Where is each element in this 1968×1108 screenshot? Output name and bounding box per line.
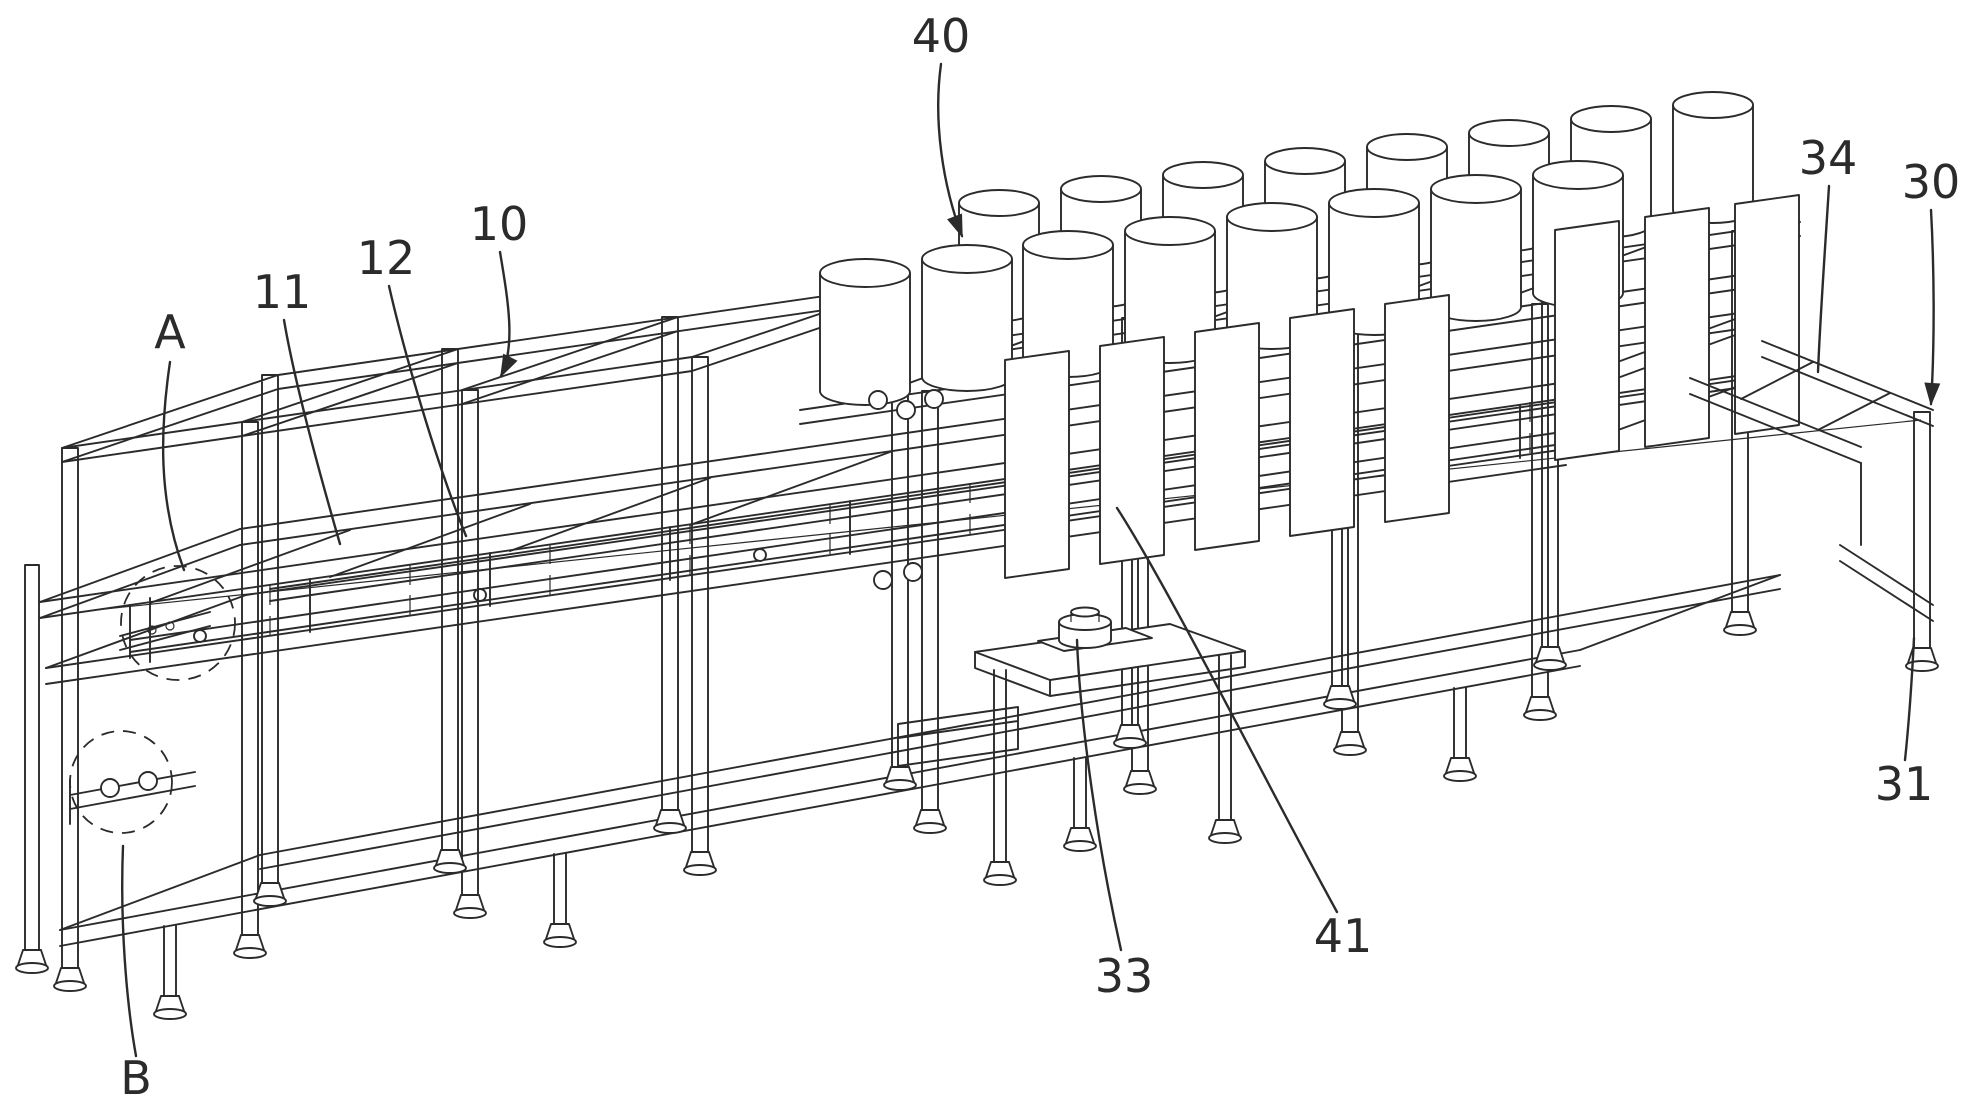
leveling-foot [1333,731,1367,756]
leader-line-40 [937,62,964,238]
divider-plate [1384,294,1450,523]
ref-label-33: 33 [1095,949,1154,1003]
outfeed-rail-1 [1761,340,1934,427]
outfeed-rail-2 [1689,377,1862,464]
roller [753,548,767,562]
drive-sprocket [903,562,923,582]
leveling-foot [233,934,267,959]
drive-sprocket [924,389,944,409]
leveling-foot [1323,685,1357,710]
leader-line-41 [1115,506,1339,914]
portal-2 [241,348,459,936]
leader-line-A [161,360,186,572]
portal-1 [61,374,279,969]
leveling-foot [653,809,687,834]
leveling-foot [913,809,947,834]
ref-label-11: 11 [253,265,312,319]
machine-drawing: A 11 12 10 40 34 30 31 41 33 B [15,9,1960,1105]
outfeed-ties [1740,361,1891,431]
divider-plate [1194,322,1260,551]
leveling-foot [153,995,187,1020]
roller [473,588,487,602]
leader-line-11 [282,318,342,546]
divider-plate [1099,336,1165,565]
leveling-foot [543,923,577,948]
leader-line-34 [1816,184,1831,374]
right-outfeed-section [1689,340,1939,672]
divider-plate-tall [1734,194,1800,435]
portal-3 [461,316,679,896]
leader-line-30 [1924,208,1941,406]
motor-cylinder [921,244,1013,392]
leveling-foot [1113,724,1147,749]
ref-label-40: 40 [912,9,971,63]
divider-plate [1004,350,1070,579]
leveling-foot [1523,696,1557,721]
left-infeed-section [24,564,211,951]
workpiece-cap-side [1070,612,1100,622]
leveling-foot [1443,757,1477,782]
infeed-rail-lower [69,771,196,825]
motor-array [819,91,1754,590]
infeed-roller [138,771,158,791]
drive-sprocket [896,400,916,420]
leveling-foot [1723,611,1757,636]
outfeed-post [1913,411,1931,649]
outfeed-brace [1839,462,1934,622]
deck-cross-members [149,451,891,604]
leader-line-33 [1075,638,1123,952]
infeed-roller [100,778,120,798]
ref-label-A: A [154,305,186,359]
ref-label-41: 41 [1314,909,1373,963]
track-front [129,424,1611,653]
leader-lines [121,62,1941,1058]
detail-circle-a [120,565,236,681]
ref-label-30: 30 [1902,155,1961,209]
infeed-rail-upper [119,597,211,663]
leveling-foot [1905,647,1939,672]
center-station [897,606,1246,886]
drive-sprocket [873,570,893,590]
ref-label-B: B [120,1051,152,1105]
ref-label-10: 10 [470,197,529,251]
leveling-foot [1533,646,1567,671]
divider-plate [1289,308,1355,537]
leader-line-31 [1903,636,1916,762]
leveling-foot [453,894,487,919]
leveling-foot [1208,819,1242,844]
leveling-foot [1063,827,1097,852]
leader-line-12 [387,284,468,538]
detail-circle-b [69,730,173,834]
reference-labels: A 11 12 10 40 34 30 31 41 33 B [120,9,1960,1105]
floor-beam [897,706,1019,767]
roller [193,629,207,643]
station-legs [993,654,1232,863]
leader-line-10 [498,250,518,378]
leveling-foot [883,766,917,791]
workpiece-cap [1070,606,1100,618]
leveling-foot [1123,770,1157,795]
end-post [24,564,40,951]
bolt [147,625,157,635]
divider-plates [1004,194,1800,579]
divider-plate-tall [1554,220,1620,461]
leveling-foot [983,861,1017,886]
leveling-foot [683,851,717,876]
leader-line-B [121,844,138,1058]
ref-label-12: 12 [357,231,416,285]
ref-label-31: 31 [1875,757,1934,811]
bolt [165,621,175,631]
leveling-foot [15,949,49,974]
ref-label-34: 34 [1799,131,1858,185]
leveling-feet [15,611,1757,1020]
front-rails [39,382,1581,947]
intermediate-legs [163,687,1467,997]
drive-sprocket [868,390,888,410]
station-table-edge [974,650,1246,697]
divider-plate-tall [1644,207,1710,448]
upper-longitudinal-beams [61,283,909,463]
leveling-foot [53,967,87,992]
motor-cylinder [819,258,911,406]
